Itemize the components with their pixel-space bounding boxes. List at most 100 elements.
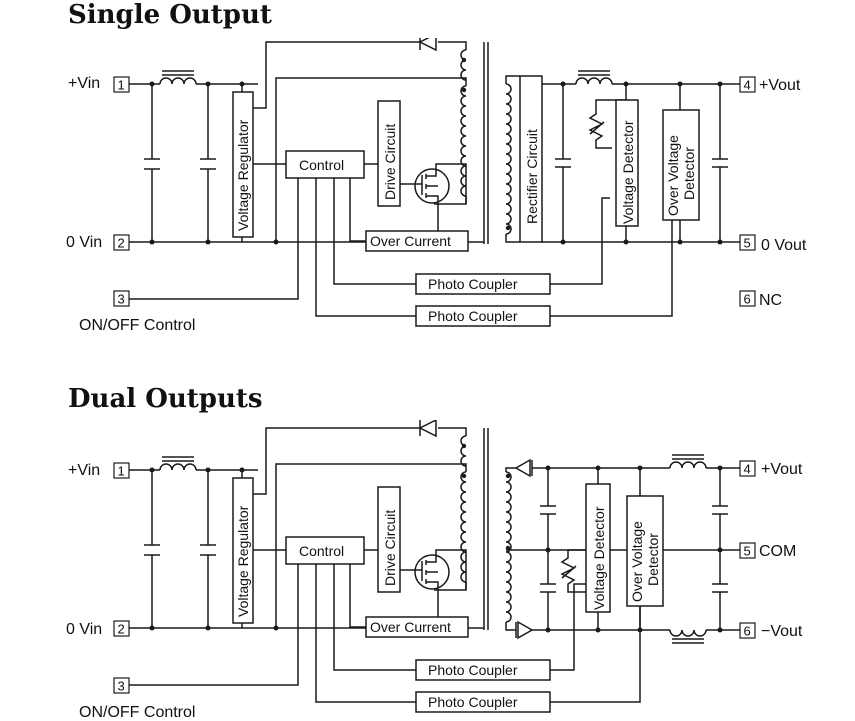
vin-zero-label: 0 Vin bbox=[66, 621, 102, 638]
control-label: Control bbox=[299, 543, 344, 559]
aux-winding bbox=[460, 435, 467, 467]
drive-circuit-label: Drive Circuit bbox=[382, 510, 398, 586]
output-capacitor-2 bbox=[712, 468, 728, 630]
rectifier-label: Rectifier Circuit bbox=[524, 129, 540, 224]
primary-winding bbox=[460, 85, 467, 197]
pin-3: 3 bbox=[113, 677, 130, 694]
over-voltage-detector-label-1: Over Voltage bbox=[665, 135, 681, 216]
pin-6: 6 bbox=[739, 290, 756, 307]
secondary-winding bbox=[505, 83, 512, 235]
input-capacitor-1 bbox=[144, 470, 160, 628]
svg-text:6: 6 bbox=[744, 292, 751, 307]
input-capacitor-2 bbox=[200, 84, 216, 242]
vout-pos-label: +Vout bbox=[761, 461, 803, 478]
over-voltage-detector-block bbox=[626, 495, 664, 607]
negative-output-inductor bbox=[669, 629, 707, 637]
pin-4: 4 bbox=[739, 76, 756, 93]
svg-text:4: 4 bbox=[744, 462, 751, 477]
vin-pos-label: +Vin bbox=[68, 75, 100, 92]
vout-pos-label: +Vout bbox=[759, 77, 801, 94]
vin-zero-label: 0 Vin bbox=[66, 234, 102, 251]
aux-winding bbox=[460, 49, 467, 81]
trim-potentiometer bbox=[588, 84, 627, 149]
aux-winding-feed bbox=[258, 41, 467, 109]
pin-5: 5 bbox=[739, 234, 756, 251]
mosfet-switch bbox=[414, 163, 467, 210]
over-voltage-detector-block bbox=[662, 109, 700, 221]
photo-coupler-1-label: Photo Coupler bbox=[428, 662, 518, 678]
input-capacitor-1 bbox=[144, 84, 160, 242]
vout-zero-label: 0 Vout bbox=[761, 237, 807, 254]
vout-neg-label: −Vout bbox=[761, 623, 803, 640]
output-capacitor-2 bbox=[712, 84, 728, 242]
drive-circuit-block bbox=[377, 486, 401, 593]
input-inductor-core bbox=[162, 70, 194, 76]
input-inductor bbox=[159, 77, 197, 85]
output-inductor-core bbox=[578, 70, 610, 76]
svg-text:5: 5 bbox=[744, 236, 751, 251]
aux-diode bbox=[418, 38, 437, 52]
output-capacitor-1 bbox=[555, 84, 571, 242]
control-block bbox=[285, 536, 365, 565]
photo-coupler-2-label: Photo Coupler bbox=[428, 694, 518, 710]
over-current-label: Over Current bbox=[370, 619, 451, 635]
input-inductor-core bbox=[162, 456, 194, 462]
input-inductor bbox=[159, 463, 197, 471]
pin-1: 1 bbox=[113, 462, 130, 479]
svg-text:2: 2 bbox=[118, 236, 125, 251]
pin-5: 5 bbox=[739, 542, 756, 559]
positive-rectifier-diode bbox=[514, 458, 533, 478]
pin-2: 2 bbox=[113, 234, 130, 251]
drive-circuit-block bbox=[377, 100, 401, 207]
single-output-diagram: +Vin 1 0 Vin 2 3 ON/OFF Control Voltage … bbox=[66, 38, 807, 334]
nc-label: NC bbox=[759, 292, 782, 309]
pin-4: 4 bbox=[739, 460, 756, 477]
transformer-core bbox=[483, 428, 489, 630]
voltage-regulator-label: Voltage Regulator bbox=[235, 505, 251, 617]
onoff-label: ON/OFF Control bbox=[79, 317, 195, 334]
trim-potentiometer bbox=[560, 468, 599, 630]
photo-coupler-1-label: Photo Coupler bbox=[428, 276, 518, 292]
com-label: COM bbox=[759, 543, 796, 560]
dual-outputs-title: Dual Outputs bbox=[68, 384, 263, 414]
secondary-winding bbox=[505, 471, 512, 623]
drive-circuit-label: Drive Circuit bbox=[382, 124, 398, 200]
over-voltage-detector-label-1: Over Voltage bbox=[629, 521, 645, 602]
rectifier-block bbox=[519, 75, 543, 243]
onoff-label: ON/OFF Control bbox=[79, 704, 195, 720]
voltage-detector-label: Voltage Detector bbox=[620, 120, 636, 224]
control-block bbox=[285, 150, 365, 179]
primary-winding bbox=[460, 471, 467, 583]
control-label: Control bbox=[299, 157, 344, 173]
over-current-label: Over Current bbox=[370, 233, 451, 249]
voltage-detector-label: Voltage Detector bbox=[591, 506, 607, 610]
aux-diode bbox=[418, 420, 437, 438]
pin-1: 1 bbox=[113, 76, 130, 93]
over-voltage-detector-label-2: Detector bbox=[681, 147, 697, 200]
voltage-detector-block bbox=[615, 99, 639, 227]
output-capacitor-1 bbox=[540, 468, 556, 630]
svg-text:2: 2 bbox=[118, 622, 125, 637]
photo-coupler-2-label: Photo Coupler bbox=[428, 308, 518, 324]
aux-winding-feed bbox=[253, 427, 467, 495]
positive-output-inductor bbox=[669, 461, 707, 469]
svg-text:5: 5 bbox=[744, 544, 751, 559]
mosfet-switch bbox=[414, 549, 467, 596]
voltage-regulator-label: Voltage Regulator bbox=[235, 119, 251, 231]
transformer-core bbox=[483, 42, 489, 244]
negative-rectifier-diode bbox=[515, 620, 534, 640]
single-output-title: Single Output bbox=[68, 0, 272, 30]
pin-2: 2 bbox=[113, 620, 130, 637]
vin-pos-label: +Vin bbox=[68, 462, 100, 479]
input-capacitor-2 bbox=[200, 470, 216, 628]
voltage-detector-block bbox=[585, 483, 611, 613]
dual-outputs-diagram: +Vin 1 0 Vin 2 3 ON/OFF Control Voltage … bbox=[66, 420, 803, 720]
over-voltage-detector-label-2: Detector bbox=[645, 533, 661, 586]
svg-text:3: 3 bbox=[118, 679, 125, 694]
output-inductor bbox=[575, 77, 613, 85]
svg-text:3: 3 bbox=[118, 292, 125, 307]
pin-6: 6 bbox=[739, 622, 756, 639]
svg-text:1: 1 bbox=[118, 78, 125, 93]
svg-text:1: 1 bbox=[118, 464, 125, 479]
svg-text:4: 4 bbox=[744, 78, 751, 93]
